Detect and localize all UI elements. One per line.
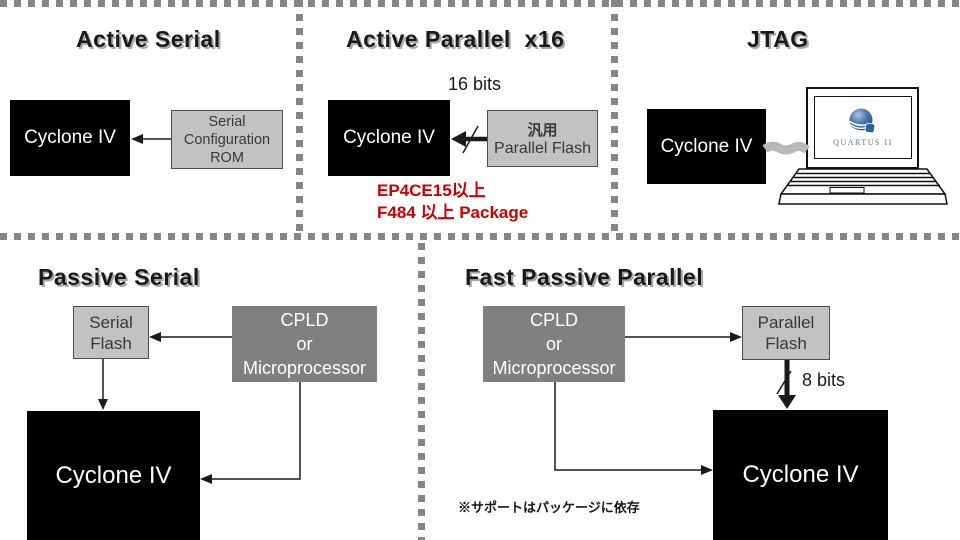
section-title-passive-serial: Passive Serial bbox=[38, 264, 200, 290]
section-title-fast-passive-parallel: Fast Passive Parallel bbox=[465, 264, 704, 290]
dashed-border-top bbox=[0, 0, 960, 7]
fpga-box-fpp: Cyclone IV bbox=[713, 410, 888, 540]
dashed-divider-vertical-2 bbox=[611, 0, 618, 233]
dashed-divider-vertical-3 bbox=[418, 243, 425, 540]
package-support-footnote: ※サポートはパッケージに依存 bbox=[458, 500, 640, 515]
parallel-flash-line-1: Parallel bbox=[757, 313, 815, 332]
arrowhead-cpld-to-serialflash bbox=[149, 332, 161, 342]
requirement-note-package: F484 以上 Package bbox=[377, 203, 529, 222]
controller-box-fpp: CPLD or Microprocessor bbox=[483, 306, 625, 382]
serial-configuration-rom-box: Serial Configuration ROM bbox=[171, 110, 283, 169]
fpga-box-active-serial: Cyclone IV bbox=[10, 100, 130, 176]
serial-flash-line-2: Flash bbox=[90, 333, 132, 353]
flash-title-jp: 汎用 bbox=[527, 122, 558, 139]
controller-line-3: Microprocessor bbox=[242, 358, 367, 378]
arrowhead-parallelflash-to-fpga bbox=[778, 395, 796, 409]
controller-line-2: or bbox=[296, 334, 313, 354]
controller-line-2: or bbox=[545, 334, 562, 354]
bus-width-label-16bits: 16 bits bbox=[448, 74, 502, 94]
laptop-keyboard-surface bbox=[779, 168, 947, 195]
general-parallel-flash-box: 汎用 Parallel Flash bbox=[487, 110, 598, 167]
quartus-logo-text: QUARTUS II bbox=[833, 138, 893, 147]
bus-width-label-8bits: 8 bits bbox=[802, 370, 846, 390]
parallel-flash-box: Parallel Flash bbox=[742, 306, 830, 360]
section-title-active-parallel: Active Parallel x16 bbox=[346, 26, 565, 52]
arrow-cpld-to-fpga-fpp bbox=[554, 382, 704, 471]
serial-flash-box: Serial Flash bbox=[73, 306, 149, 359]
arrowhead-serialflash-to-fpga bbox=[98, 399, 108, 410]
arrowhead-cpld-to-parallelflash bbox=[730, 332, 742, 342]
controller-line-1: CPLD bbox=[280, 310, 329, 330]
rom-line-2: Configuration bbox=[183, 131, 271, 148]
rom-line-1: Serial bbox=[208, 113, 246, 130]
controller-box-passive-serial: CPLD or Microprocessor bbox=[232, 306, 377, 382]
bus-slash-x16 bbox=[462, 125, 479, 154]
serial-flash-line-1: Serial bbox=[89, 312, 133, 332]
jtag-cable bbox=[762, 141, 810, 155]
laptop-front-lip bbox=[778, 193, 948, 205]
arrowhead-flash-to-fpga-x16 bbox=[451, 131, 466, 147]
dashed-divider-vertical-1 bbox=[296, 0, 303, 233]
rom-line-3: ROM bbox=[210, 149, 244, 166]
parallel-flash-line-2: Flash bbox=[765, 334, 807, 353]
laptop-screen: QUARTUS II bbox=[814, 96, 912, 159]
bus-slash-8bits bbox=[776, 370, 792, 395]
laptop-trackpad bbox=[829, 187, 865, 194]
controller-line-1: CPLD bbox=[529, 310, 578, 330]
fpga-box-passive-serial: Cyclone IV bbox=[27, 411, 200, 540]
arrowhead-cpld-to-fpga-ps bbox=[200, 474, 212, 484]
quartus-globe-icon bbox=[849, 108, 876, 134]
arrow-cpld-to-fpga-ps bbox=[209, 382, 301, 480]
dashed-divider-middle bbox=[0, 233, 960, 240]
section-title-active-serial: Active Serial bbox=[76, 26, 221, 52]
fpga-box-active-parallel: Cyclone IV bbox=[328, 100, 450, 176]
arrowhead-cpld-to-fpga-fpp bbox=[701, 465, 713, 475]
arrowhead-rom-to-fpga bbox=[131, 134, 143, 144]
section-title-jtag: JTAG bbox=[747, 26, 809, 52]
flash-subtitle: Parallel Flash bbox=[494, 140, 591, 157]
controller-line-3: Microprocessor bbox=[492, 358, 616, 378]
fpga-box-jtag: Cyclone IV bbox=[647, 109, 766, 184]
requirement-note-device: EP4CE15以上 bbox=[377, 181, 486, 200]
